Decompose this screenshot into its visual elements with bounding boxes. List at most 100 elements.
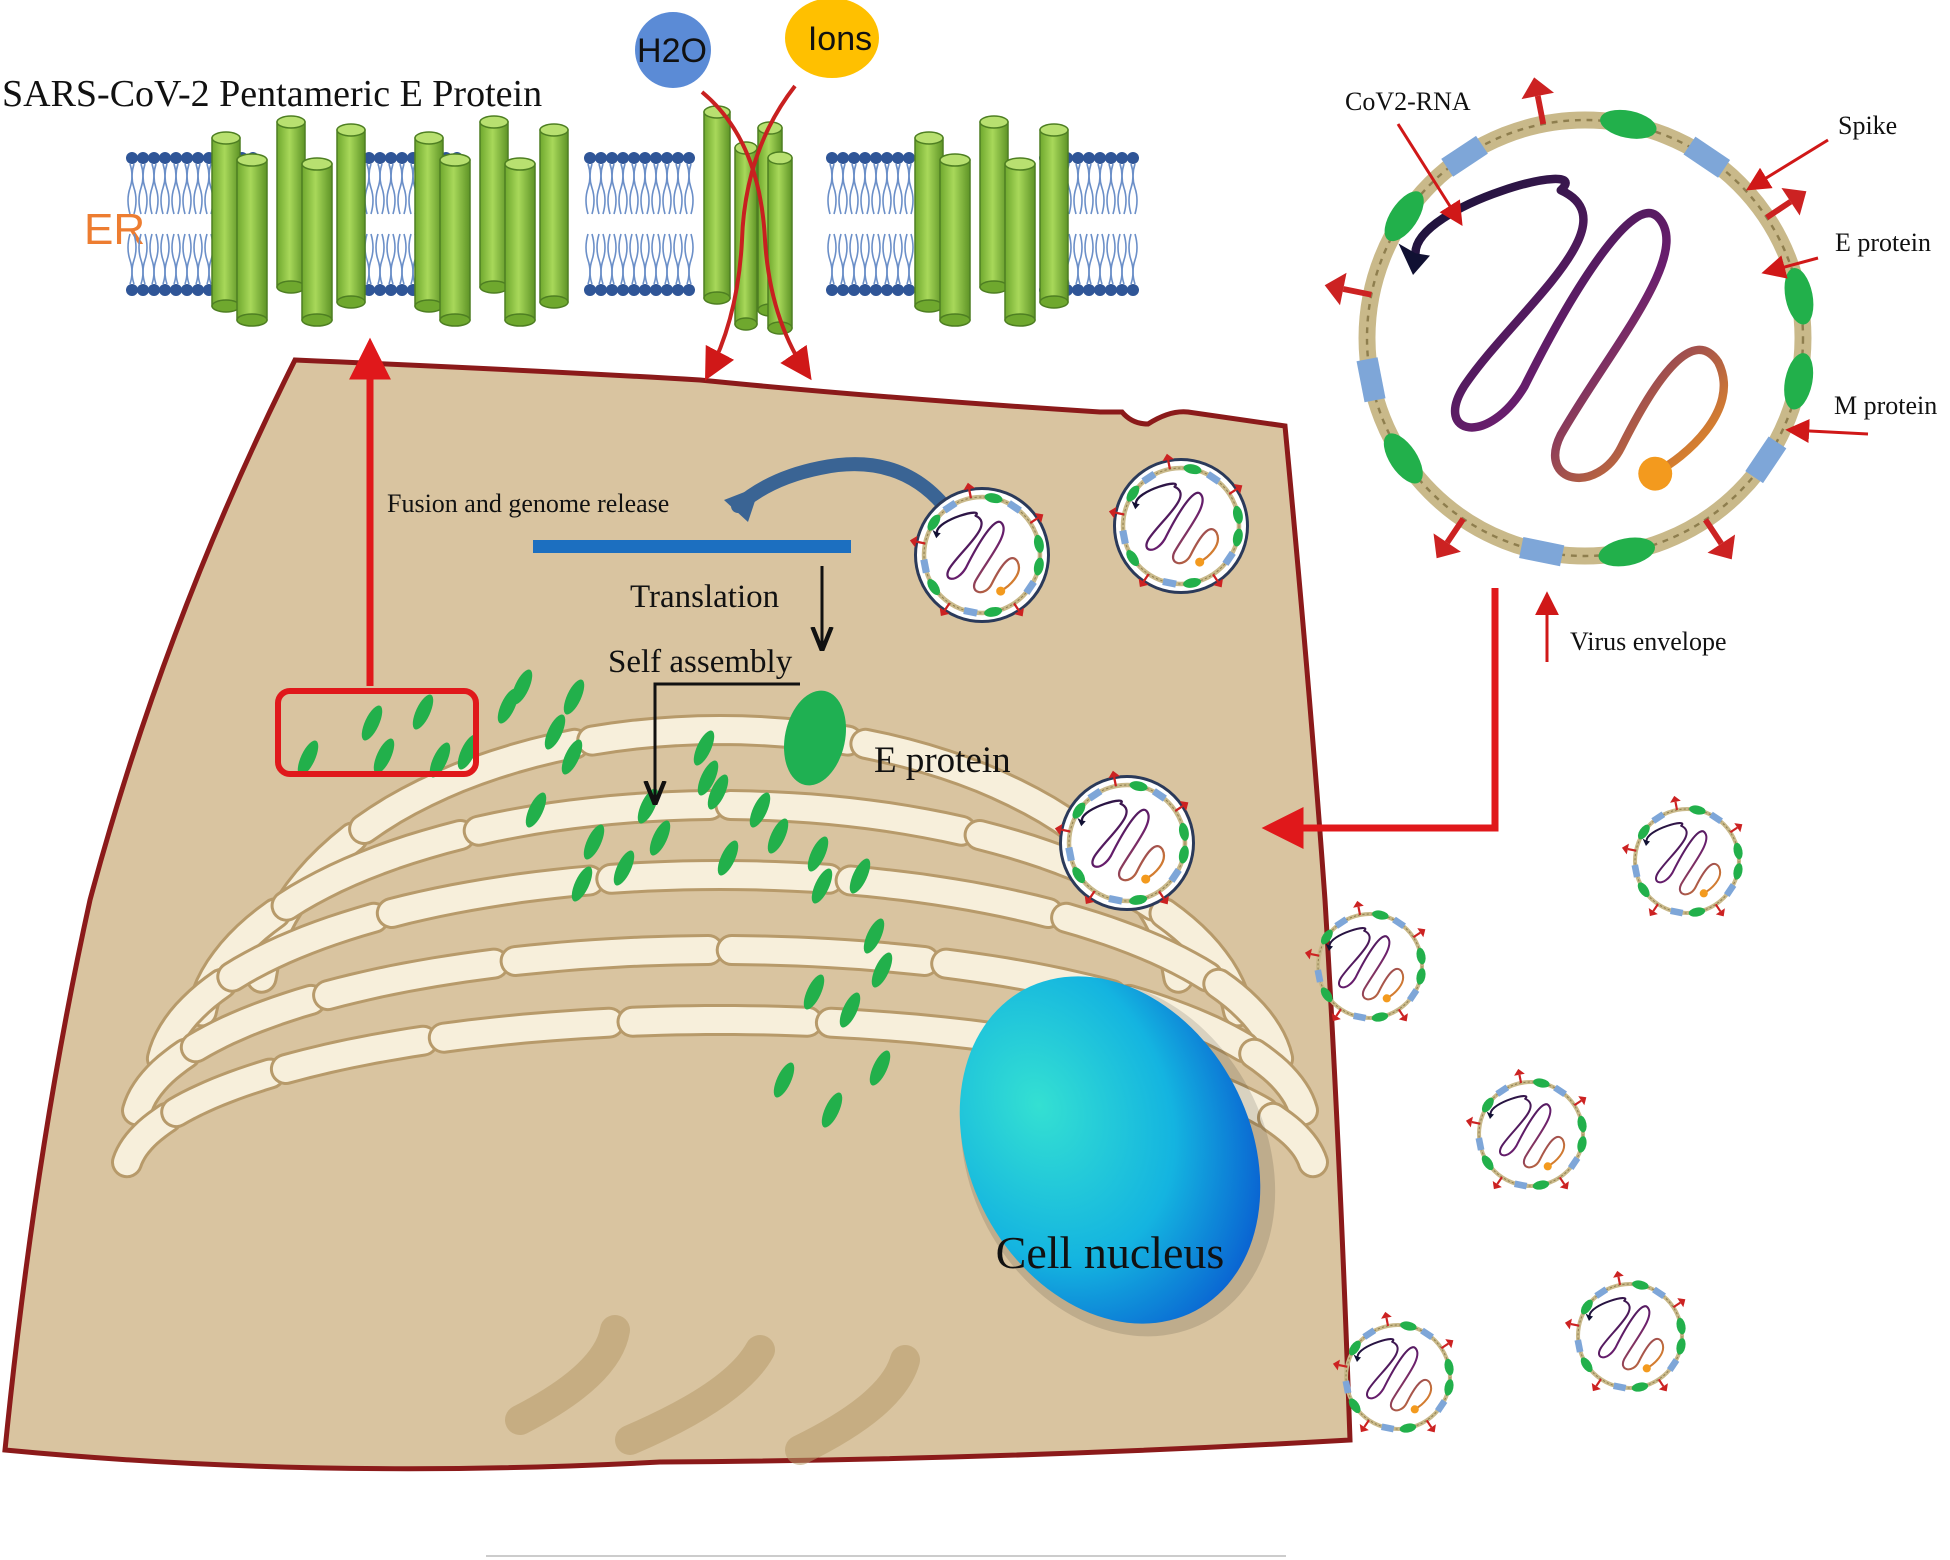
virion-spike-stalk	[1013, 602, 1021, 612]
virion-e-protein	[1676, 1317, 1686, 1335]
virion-envelope	[1476, 1079, 1586, 1189]
cell-nucleus	[959, 976, 1261, 1324]
e-protein-dot	[773, 1062, 795, 1098]
lipid-tail	[904, 163, 910, 215]
lipid-tail	[401, 233, 407, 285]
lipid-head	[606, 152, 618, 164]
lipid-tail	[1099, 233, 1105, 285]
virion-spike-stalk	[1627, 847, 1637, 852]
self-assembly-arrow	[655, 682, 800, 800]
virion-rna	[1645, 822, 1722, 896]
lipid-head	[1094, 152, 1106, 164]
envelope-texture	[1365, 118, 1805, 558]
released-virion	[1465, 1068, 1587, 1190]
virion-spike-stalk	[1335, 1008, 1342, 1017]
lipid-head	[374, 284, 386, 296]
lipid-head	[837, 284, 849, 296]
lipid-tail	[607, 233, 613, 285]
virion-spike	[1014, 607, 1024, 617]
virion-e-protein	[1580, 1299, 1593, 1315]
virion-m-protein	[1141, 470, 1157, 485]
virion-entry-arrow	[1261, 588, 1499, 849]
lipid-head	[1094, 284, 1106, 296]
virion-e-protein	[1400, 1321, 1417, 1331]
lipid-head	[159, 284, 171, 296]
lipid-head	[606, 284, 618, 296]
virion-spike-stalk	[1617, 1276, 1622, 1286]
helix-cylinder	[939, 153, 971, 327]
released-virion	[1621, 795, 1743, 917]
virion-spike-stalk	[1113, 776, 1118, 787]
rna-pointer	[1396, 123, 1463, 227]
virion-spike	[1233, 484, 1243, 494]
lipid-tail	[893, 163, 899, 215]
virion-spike	[1381, 1311, 1392, 1319]
e-protein-dot	[871, 952, 893, 988]
virion-spike	[1707, 534, 1736, 560]
lipid-head	[650, 152, 662, 164]
virion-e-protein	[984, 493, 1003, 504]
lipid-tail	[160, 163, 166, 215]
virion-m-protein	[1666, 1358, 1680, 1372]
lipid-tail	[1117, 233, 1123, 285]
helix-cylinder	[539, 123, 569, 309]
virion-spike-stalk	[1570, 1322, 1580, 1327]
lipid-head	[639, 284, 651, 296]
lipid-tail	[585, 233, 591, 285]
virion-spike	[1179, 801, 1189, 811]
lipid-tail	[640, 233, 646, 285]
virion-m-protein	[1314, 969, 1324, 983]
highlight-box	[275, 688, 479, 777]
lipid-tail	[853, 233, 859, 285]
er-e-proteins	[297, 669, 893, 1128]
step-fusion-label: Fusion and genome release	[387, 489, 669, 518]
golgi-cisterna	[837, 867, 1062, 926]
lipid-head	[170, 284, 182, 296]
e-protein-dot	[767, 818, 789, 854]
lipid-tail	[186, 233, 192, 285]
lipid-tail	[849, 163, 855, 215]
spike-pointer	[1745, 138, 1829, 191]
virion-e-protein	[1072, 867, 1086, 884]
virion-m-protein	[1475, 1137, 1485, 1151]
lipid-tail	[368, 233, 374, 285]
e-protein-dot	[811, 868, 833, 904]
golgi-cisterna	[1241, 1040, 1316, 1124]
lipid-tail	[882, 163, 888, 215]
lipid-tail	[596, 233, 602, 285]
virion-spike	[1108, 770, 1120, 779]
lipid-head	[859, 152, 871, 164]
virion-e-protein	[1733, 842, 1743, 860]
envelope-texture	[1345, 1324, 1451, 1430]
virion-spike-stalk	[943, 602, 951, 612]
golgi-arm	[505, 1315, 630, 1435]
released-virion	[1304, 900, 1426, 1022]
lipid-tail	[662, 233, 668, 285]
virion-m-protein	[1652, 1286, 1666, 1300]
virion-spike-stalk	[1518, 1074, 1523, 1084]
virion-m-protein	[1495, 1084, 1510, 1097]
lipid-tail	[182, 163, 188, 215]
lipid-head	[683, 284, 695, 296]
virion-m-protein	[1406, 988, 1420, 1002]
virion-e-protein	[1348, 1340, 1361, 1356]
virion-m-protein	[1087, 787, 1103, 802]
lipid-head	[672, 152, 684, 164]
helix-cylinder	[336, 123, 366, 309]
lipid-tail	[849, 233, 855, 285]
lipid-tail	[853, 163, 859, 215]
lipid-tail	[607, 163, 613, 215]
virion-m-protein	[1631, 864, 1641, 878]
helix-cylinder	[703, 105, 731, 305]
virion-vesicle	[1058, 774, 1196, 912]
envelope-texture	[1317, 913, 1423, 1019]
m-protein-pointer	[1785, 418, 1869, 443]
lipid-tail	[827, 233, 833, 285]
virion-e-protein	[1533, 1078, 1550, 1088]
e-protein-dot	[297, 740, 319, 776]
virion-e-protein	[1632, 1280, 1649, 1290]
golgi-cisterna	[817, 1009, 1010, 1051]
virion-rna	[1080, 799, 1165, 882]
virion-m-protein	[1420, 1327, 1434, 1341]
lipid-tail	[182, 233, 188, 285]
